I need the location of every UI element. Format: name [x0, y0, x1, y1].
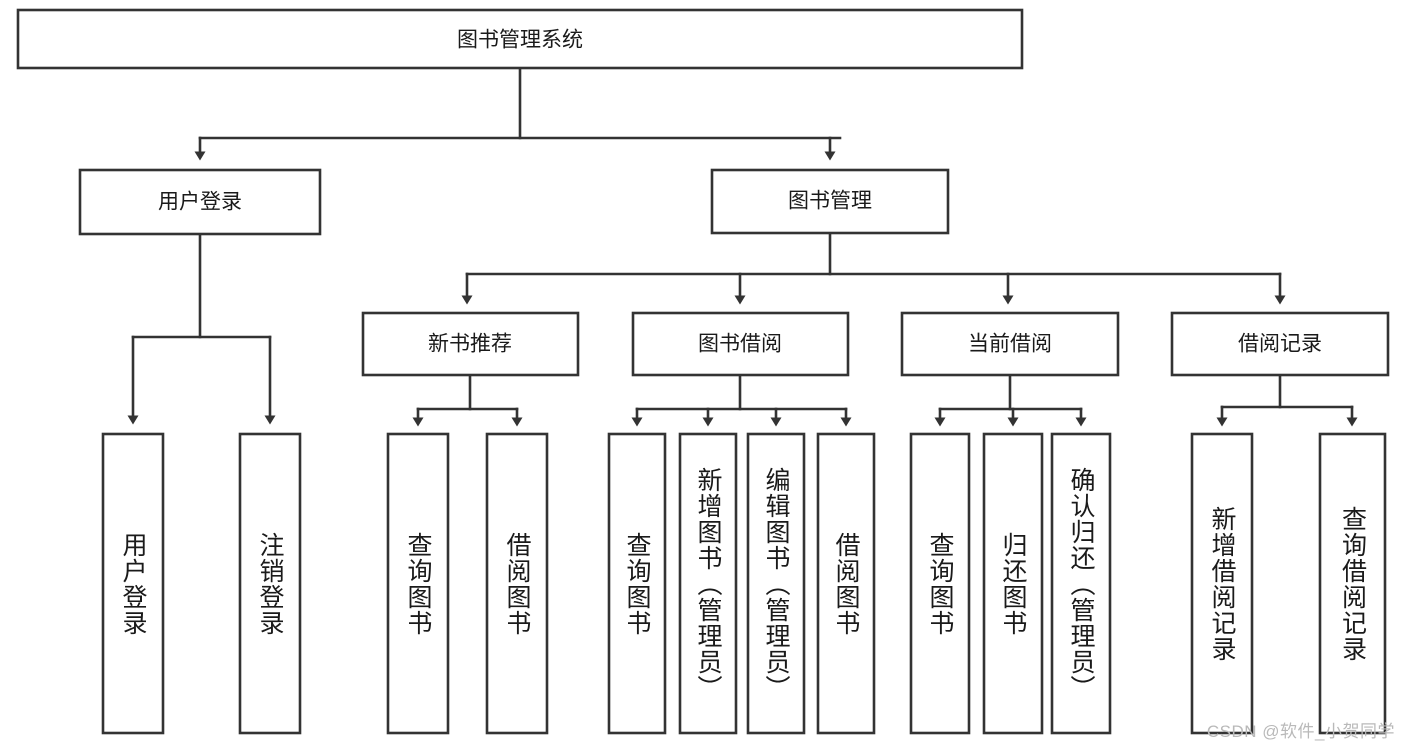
node-book-management[interactable]: 图书管理 — [710, 168, 950, 235]
node-label-book-borrow: 图书借阅 — [698, 333, 782, 356]
node-label-current-borrow: 当前借阅 — [968, 333, 1052, 356]
leaf-box-logout-login[interactable] — [238, 432, 302, 735]
connector-newbook-to-leaves — [412, 373, 523, 427]
node-label-title: 图书管理系统 — [457, 29, 583, 52]
connector-currentborrow-to-leaves — [934, 373, 1087, 427]
leaf-box-borrow-book-2[interactable] — [816, 432, 876, 735]
connector-borrowrecord-to-leaves — [1216, 373, 1358, 427]
leaf-boxes — [101, 432, 1387, 735]
leaf-box-confirm-return[interactable] — [1050, 432, 1112, 735]
node-user-login[interactable]: 用户登录 — [78, 168, 322, 236]
leaf-box-add-book[interactable] — [678, 432, 738, 735]
leaf-box-query-book-3[interactable] — [909, 432, 971, 735]
leaf-box-query-record[interactable] — [1318, 432, 1387, 735]
node-current-borrow[interactable]: 当前借阅 — [900, 311, 1120, 377]
leaf-box-query-book-2[interactable] — [607, 432, 667, 735]
leaf-box-edit-book[interactable] — [746, 432, 806, 735]
node-label-borrow-record: 借阅记录 — [1238, 333, 1322, 356]
connector-root-to-level1 — [194, 66, 842, 161]
leaf-box-add-record[interactable] — [1190, 432, 1254, 735]
watermark-text: CSDN @软件_小贺同学 — [1206, 722, 1395, 741]
node-label-book-management: 图书管理 — [788, 190, 872, 213]
node-borrow-record[interactable]: 借阅记录 — [1170, 311, 1390, 377]
node-label-user-login: 用户登录 — [158, 191, 242, 214]
connector-userlogin-to-leaves — [127, 232, 276, 425]
connector-bookborrow-to-leaves — [631, 373, 852, 427]
leaf-box-user-login[interactable] — [101, 432, 165, 735]
node-book-borrow[interactable]: 图书借阅 — [631, 311, 850, 377]
node-label-new-book-recommend: 新书推荐 — [428, 333, 512, 356]
node-new-book-recommend[interactable]: 新书推荐 — [361, 311, 580, 377]
connector-bookmgmt-to-level2 — [461, 231, 1286, 305]
leaf-box-query-book-1[interactable] — [386, 432, 450, 735]
leaf-box-return-book[interactable] — [982, 432, 1044, 735]
leaf-box-borrow-book-1[interactable] — [485, 432, 549, 735]
node-book-management-system[interactable]: 图书管理系统 — [16, 8, 1024, 70]
